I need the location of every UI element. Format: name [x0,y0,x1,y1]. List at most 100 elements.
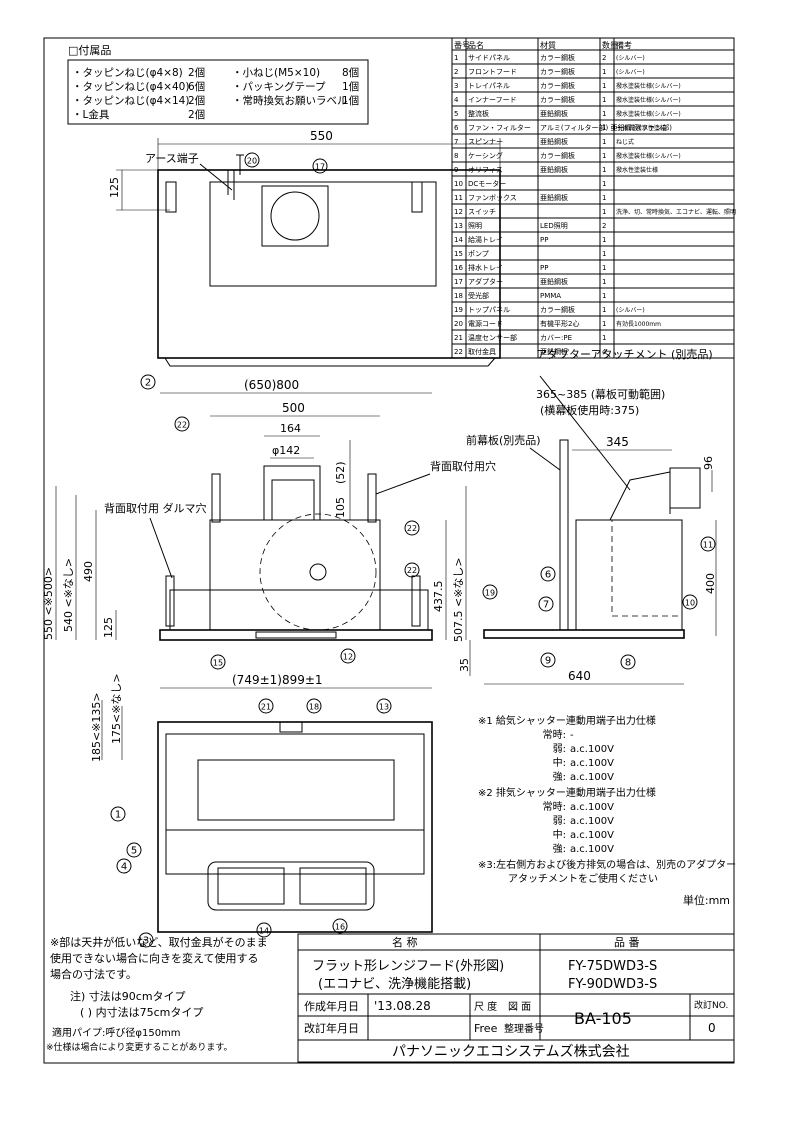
parts-table-cell: カラー鋼板 [540,151,575,160]
parts-table-cell: 亜鉛鋼板 [540,109,568,118]
parts-table-cell: インナーフード [468,96,517,104]
parts-table-cell: 一体式 撥水性塗装 [616,124,666,132]
parts-table-cell: 1 [602,236,606,244]
callout-number: 15 [213,659,223,668]
parts-table-cell: DCモーター [468,179,506,188]
note-line-value: a.c.100V [570,772,614,783]
front-inner-width: 500 [282,401,305,415]
parts-table-cell: 1 [602,250,606,258]
callout-circle [540,566,556,582]
callout-circle [306,698,322,714]
parts-table-cell: 1 [454,54,458,62]
title-model-line1: FY-75DWD3-S [568,959,657,974]
front-dim-185: 185<※135> [90,692,103,762]
parts-table-cell: 1 [602,264,606,272]
parts-table-cell: アルミ(フィルター部) 亜鉛鋼板(ファン部) [540,123,672,132]
footnote-line: 適用パイプ:呼び径φ150mm [52,1026,181,1039]
earth-terminal-label: アース端子 [145,152,199,165]
parts-table-cell: 有機平形2心 [540,319,579,328]
parts-table-cell: 4 [454,96,459,104]
callout-number: 16 [335,923,345,932]
note-line-label: 強: [553,842,566,855]
note-line-value: a.c.100V [570,830,614,841]
footnote-line: 場合の寸法です。 [50,967,137,981]
callout-circle [682,594,698,610]
accessory-item-qty: 2個 [188,94,205,107]
parts-table-cell: カラー鋼板 [540,53,575,62]
front-dim-4375: 437.5 [432,581,445,613]
parts-table-cell: 12 [454,208,463,216]
title-created-value: '13.08.28 [374,999,431,1013]
parts-table-cell: 亜鉛鋼板 [540,277,568,286]
parts-table-cell: 1 [602,278,606,286]
callout-number: 21 [261,703,271,712]
accessories-box: □付属品 ・タッピンねじ(φ4×8)2個・タッピンねじ(φ4×40)6個・タッピ… [67,44,369,125]
top-view: 550 125 アース端子 [108,129,501,367]
parts-table-cell: LED照明 [540,222,568,230]
accessory-item-qty: 6個 [188,80,205,93]
callout-circle [140,374,156,390]
callout-circle [332,918,348,934]
callout-number: 3 [143,936,149,947]
callout-circle-extra [404,562,420,578]
callout-number: 22 [407,524,417,533]
back-hole-label-right: 背面取付用穴 [430,459,496,473]
callout-circle [174,416,190,432]
front-height-b: 540 <※なし> [62,558,75,632]
callout-circle [258,698,274,714]
callout-circle [620,654,636,670]
note-line-value: - [570,730,574,741]
parts-table-cell: 撥水塗装仕様(シルバー) [616,110,681,118]
parts-table-cell: 2 [602,54,606,62]
parts-table-cell: 撥水塗装仕様(シルバー) [616,152,681,160]
parts-table-cell: PP [540,236,548,244]
parts-table-cell: 撥水性塗装仕様 [616,166,658,174]
parts-table-cell: (シルバー) [616,307,645,314]
title-name-line1: フラット形レンジフード(外形図) [312,959,504,974]
front-dim-175: 175<※なし> [110,673,123,744]
accessory-item-name: ・小ねじ(M5×10) [232,67,320,79]
parts-table-cell: 22 [454,348,463,356]
parts-table-cell: 1 [602,138,606,146]
parts-table-cell: 1 [602,110,606,118]
side-dim-400: 400 [704,573,717,594]
parts-table-cell: カラー鋼板 [540,67,575,76]
side-dim-345: 345 [606,435,629,449]
callout-number: 1 [115,810,121,821]
note-line-3b: アタッチメントをご使用ください [508,872,658,885]
front-panel-label: 前幕板(別売品) [466,433,541,447]
accessory-item-name: ・タッピンねじ(φ4×8) [72,67,183,79]
parts-table-cell: 有効長1000mm [616,320,661,328]
callout-circle [312,158,328,174]
parts-table-cell: 1 [602,208,606,216]
callout-number: 2 [145,378,151,389]
footnote-line: ※部は天井が低いなど、取付金具がそのまま [50,935,268,949]
parts-table-cell: 20 [454,320,463,328]
parts-table-cell: 14 [454,236,463,244]
front-height-c: 490 [82,561,95,582]
parts-table-cell: 11 [454,194,463,202]
parts-table-cell: (シルバー) [616,55,645,62]
title-block: 名 称 品 番 フラット形レンジフード(外形図) (エコナビ、洗浄機能搭載) F… [297,933,735,1063]
parts-table-cell: ケーシング [468,151,503,160]
note-line-label: 中: [553,828,566,841]
parts-table-cell: カラー鋼板 [540,95,575,104]
callout-number: 13 [379,703,389,712]
accessories-left-list: ・タッピンねじ(φ4×8)2個・タッピンねじ(φ4×40)6個・タッピンねじ(φ… [72,66,205,121]
parts-table-cell: 1 [602,320,606,328]
callout-number: 22 [407,566,417,575]
parts-table-cell: 亜鉛鋼板 [540,165,568,174]
parts-table-cell: 10 [454,180,463,188]
front-duct-dia: φ142 [272,444,300,457]
parts-table-cell: 撥水塗装仕様(シルバー) [616,82,681,90]
callout-number: 18 [309,703,319,712]
parts-table-cell: 17 [454,278,463,286]
parts-table-cell: 1 [602,194,606,202]
callout-circle [538,596,554,612]
parts-table-header: 備考 [616,40,632,50]
callout-number: 4 [121,862,127,873]
parts-table-cell: 18 [454,292,463,300]
